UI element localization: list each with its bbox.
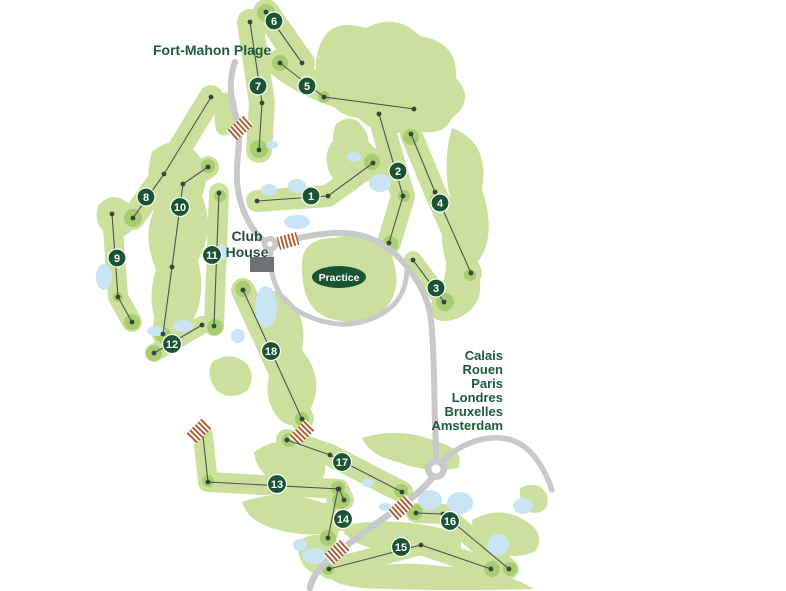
hole-number: 12 xyxy=(166,339,178,351)
clubhouse-roundabout-center xyxy=(267,241,273,247)
hole-line-17 xyxy=(284,437,405,495)
crossing-marker xyxy=(185,417,213,445)
club-house-label-line2: House xyxy=(226,244,269,260)
practice-loop-road xyxy=(267,247,410,327)
green-patch xyxy=(503,562,517,576)
hole-badge-4: 4 xyxy=(430,193,450,213)
hole-number: 4 xyxy=(437,198,444,210)
rough-blob xyxy=(209,356,252,396)
hole-badge-10: 10 xyxy=(169,196,191,218)
hole-number: 5 xyxy=(304,81,310,93)
city-label-paris: Paris xyxy=(471,376,503,391)
hole-number: 17 xyxy=(336,457,348,469)
hole-badge-13: 13 xyxy=(266,473,288,495)
green-patch xyxy=(484,561,500,577)
hole-number: 2 xyxy=(395,166,401,178)
hole-number: 7 xyxy=(255,81,261,93)
water-hazard xyxy=(379,503,391,511)
hole-line-10 xyxy=(160,164,211,337)
water-hazard xyxy=(302,548,328,564)
water-hazard xyxy=(487,534,509,556)
green-patch xyxy=(207,319,223,335)
water-hazard xyxy=(147,326,165,336)
hole-badge-11: 11 xyxy=(201,244,223,266)
hole-number: 14 xyxy=(337,514,350,526)
hole-badge-16: 16 xyxy=(439,510,461,532)
hole-line-7 xyxy=(247,19,265,153)
hole-badge-14: 14 xyxy=(332,508,354,530)
water-hazard xyxy=(231,329,245,343)
hole-number: 15 xyxy=(395,542,407,554)
hole-number: 1 xyxy=(308,191,314,203)
hole-number: 18 xyxy=(265,346,277,358)
green-patch xyxy=(235,281,251,297)
hole-badge-17: 17 xyxy=(331,451,353,473)
water-hazard xyxy=(255,286,277,328)
club-house-label-line1: Club xyxy=(231,228,262,244)
city-label-londres: Londres xyxy=(452,390,503,405)
water-hazard xyxy=(513,498,533,514)
hole-badges: 1 2 3 4 5 6 7 8 9 10 11 12 13 14 15 16 1… xyxy=(107,11,461,558)
practice-ellipse xyxy=(312,266,366,288)
crossing-marker xyxy=(387,494,415,522)
hole-line-4 xyxy=(408,131,474,276)
water-hazard xyxy=(261,184,277,196)
green-patch xyxy=(214,190,226,202)
hole-badge-18: 18 xyxy=(260,340,282,362)
hole-number: 16 xyxy=(444,516,456,528)
hole-number: 9 xyxy=(114,253,120,265)
region-label: Fort-Mahon Plage xyxy=(153,42,271,58)
practice-area: Practice xyxy=(312,266,366,288)
water-hazard xyxy=(96,264,112,290)
hole-number: 8 xyxy=(143,192,149,204)
hole-number: 11 xyxy=(206,250,218,262)
water-hazard xyxy=(362,479,374,487)
hole-line-9 xyxy=(109,211,135,325)
city-label-calais: Calais xyxy=(465,348,503,363)
crossing-marker xyxy=(226,114,254,142)
green-patch xyxy=(398,190,410,202)
hole-badge-8: 8 xyxy=(136,187,156,207)
water-hazard xyxy=(293,539,307,551)
water-hazard xyxy=(266,141,278,149)
hole-badge-6: 6 xyxy=(264,11,284,31)
road-to-cities xyxy=(440,434,555,493)
hole-badge-5: 5 xyxy=(297,76,317,96)
hole-number: 10 xyxy=(174,202,186,214)
hole-number: 13 xyxy=(271,479,283,491)
hole-line-1 xyxy=(254,160,376,204)
hole-badge-3: 3 xyxy=(426,278,446,298)
water-hazard xyxy=(447,492,473,514)
city-label-bruxelles: Bruxelles xyxy=(444,404,503,419)
green-patch xyxy=(331,481,345,495)
hole-line-14 xyxy=(325,486,341,541)
hole-number: 3 xyxy=(433,283,439,295)
practice-label: Practice xyxy=(319,272,360,284)
hole-number: 6 xyxy=(271,16,277,28)
green-patch xyxy=(403,129,419,145)
club-house-building xyxy=(250,257,274,272)
city-label-rouen: Rouen xyxy=(463,362,504,377)
hole-badge-12: 12 xyxy=(161,333,183,355)
water-hazard xyxy=(347,152,361,162)
main-roundabout-center xyxy=(431,464,441,474)
water-hazard xyxy=(418,490,442,510)
map-labels: Fort-Mahon Plage Club House Calais Rouen… xyxy=(153,42,503,433)
hole-line-5 xyxy=(277,60,417,112)
hole-badge-2: 2 xyxy=(388,161,408,181)
hole-badge-15: 15 xyxy=(390,536,412,558)
access-road-north xyxy=(227,59,269,245)
crossing-marker xyxy=(276,232,300,250)
hole-badge-7: 7 xyxy=(248,76,268,96)
city-label-amsterdam: Amsterdam xyxy=(431,418,503,433)
hole-badge-1: 1 xyxy=(301,186,321,206)
water-hazard xyxy=(284,215,310,229)
water-hazard xyxy=(173,320,193,332)
water-hazard xyxy=(369,174,391,192)
hole-line-2 xyxy=(376,111,406,246)
hole-badge-9: 9 xyxy=(107,248,127,268)
